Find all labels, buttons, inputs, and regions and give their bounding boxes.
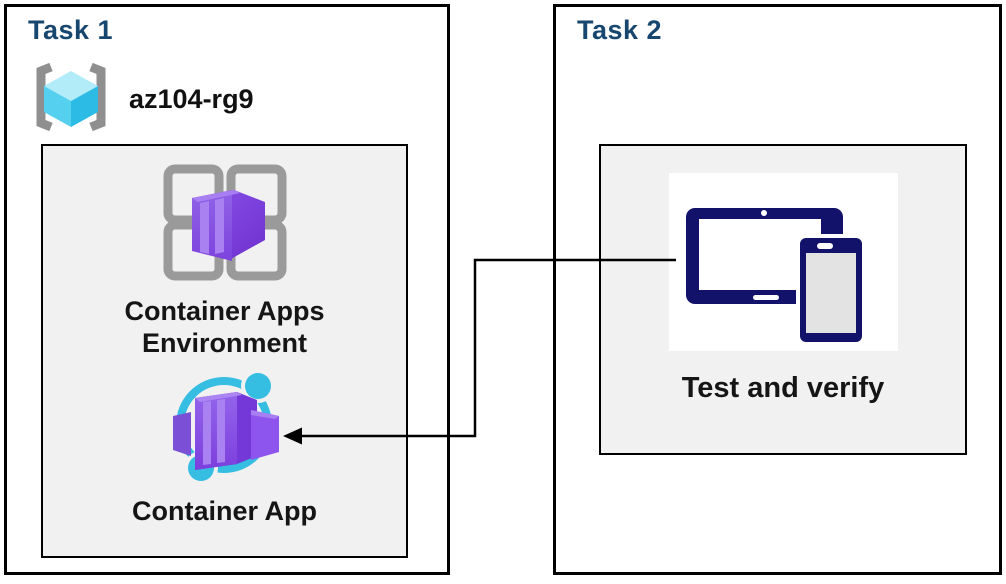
task2-title: Task 2 <box>577 15 663 45</box>
resource-group-name: az104-rg9 <box>129 84 254 114</box>
task1-panel: Task 1 az104-rg9 <box>4 4 450 575</box>
container-app-label: Container App <box>132 495 317 526</box>
container-app-icon <box>165 368 285 491</box>
devices-card <box>668 171 898 354</box>
test-verify-group: Test and verify <box>599 144 967 455</box>
test-verify-label: Test and verify <box>681 372 885 404</box>
container-apps-environment-icon <box>161 162 289 289</box>
task1-title: Task 1 <box>28 15 114 45</box>
resource-group: az104-rg9 <box>29 59 254 140</box>
devices-icon <box>669 171 898 354</box>
container-apps-group: Container Apps Environment <box>41 144 408 558</box>
environment-label: Container Apps Environment <box>124 296 325 359</box>
resource-group-icon <box>29 59 113 140</box>
task2-panel: Task 2 Test and verify <box>553 4 1002 575</box>
